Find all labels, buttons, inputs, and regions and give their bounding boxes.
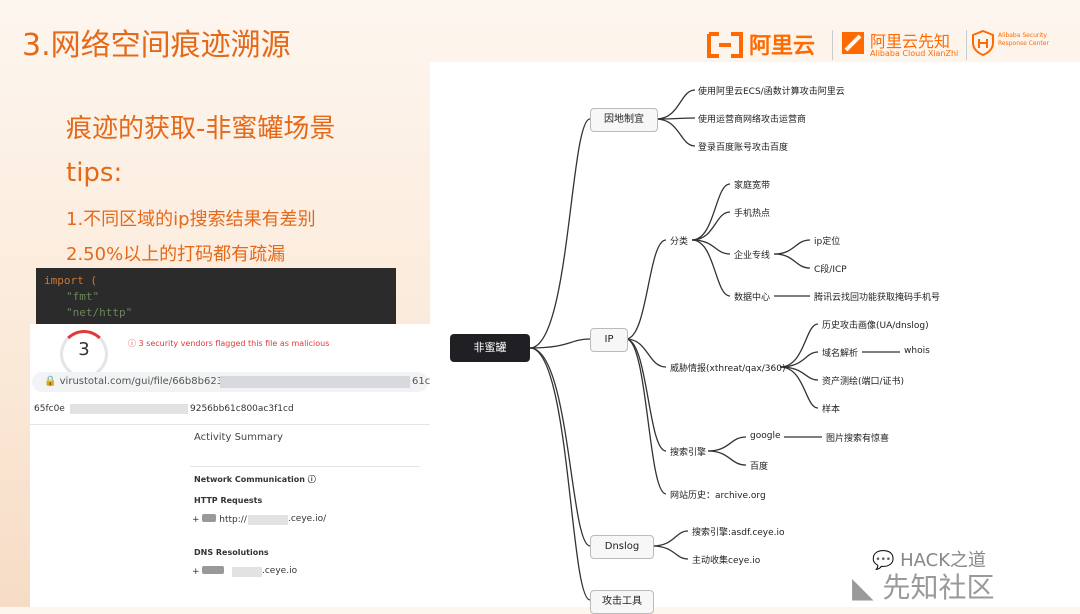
divider [190,466,420,467]
ip-fenlei: 分类 [670,237,689,247]
aliyun-logo: 阿里云 [705,28,825,62]
search-engine: 搜索引擎 [670,448,707,458]
file-hash-tail: 9256bb61c800ac3f1cd [190,404,294,414]
wechat-icon: 💬 [872,550,901,571]
network-communication-label: Network Communication [194,475,305,484]
security-logo-text: Alibaba Security Response Center [998,32,1049,47]
search-item: 百度 [750,462,769,472]
detection-score-ring: 3 [60,330,108,378]
code-line: "fmt" [66,290,100,303]
malicious-alert: ⓘ 3 security vendors flagged this file a… [128,338,329,349]
xianzhi-logo-icon [842,32,864,54]
shield-icon [972,30,994,56]
xianzhi-logo-text: 阿里云先知 [870,32,951,51]
file-hash-head: 65fc0e [34,404,65,414]
whois-item: whois [904,346,930,356]
slide-title: 3.网络空间痕迹溯源 [22,28,291,63]
qiye-item: ip定位 [814,237,841,247]
community-watermark-text: 先知社区 [882,571,995,604]
dnslog-item: 主动收集ceye.io [692,556,761,566]
branch-ip: IP [590,328,628,352]
http-requests-heading: HTTP Requests [194,496,263,505]
xianzhi-logo: 阿里云先知 Alibaba Cloud XianZhi [842,28,962,62]
search-item: google [750,431,781,441]
mindmap-links [529,89,900,601]
url-tail: 61c8 [412,376,437,387]
threat-item: 样本 [822,405,841,415]
community-watermark: ◣ 先知社区 [852,566,994,606]
site-history: 网站历史：archive.org [670,491,766,501]
malicious-alert-text: 3 security vendors flagged this file as … [138,339,330,348]
fenlei-item: 企业专线 [734,251,771,261]
code-line: import ( [44,274,97,287]
mindmap-root: 非蜜罐 [450,334,530,362]
network-communication-heading: Network Communication ⓘ [194,474,316,485]
divider [30,424,430,425]
http-request-row[interactable]: + http:// [192,514,247,525]
threat-item: 域名解析 [822,349,859,359]
http-entry-prefix: http:// [219,515,247,525]
aliyun-logo-text: 阿里云 [749,34,816,59]
threat-item: 资产测绘(端口/证书) [822,377,905,387]
detection-score: 3 [78,339,90,360]
redaction-blur [220,376,410,388]
dns-entry-suffix: .ceye.io [262,566,298,576]
fenlei-item: 数据中心 [734,293,771,303]
branch-dnslog: Dnslog [590,535,654,559]
fenlei-item: 家庭宽带 [734,181,771,191]
expand-plus-icon[interactable]: + [192,567,203,577]
yindi-item: 使用运营商网络攻击运营商 [698,115,807,125]
aliyun-logo-icon [707,32,743,58]
threat-item: 历史攻击画像(UA/dnslog) [822,321,929,331]
http-entry-suffix: .ceye.io/ [288,514,327,524]
tip-point-1: 1.不同区域的ip搜索结果有差别 [66,209,316,230]
favicon-icon [202,514,217,522]
yindi-item: 登录百度账号攻击百度 [698,143,789,153]
expand-plus-icon[interactable]: + [192,515,203,525]
branch-tools: 攻击工具 [590,590,654,614]
security-logo: Alibaba Security Response Center [972,28,1072,62]
qiye-item: C段/ICP [814,265,847,275]
alert-icon: ⓘ [128,339,139,348]
redaction-blur [248,515,288,525]
redaction-blur [70,404,188,414]
dns-resolutions-heading: DNS Resolutions [194,548,269,557]
code-line: "net/http" [66,306,133,319]
favicon-icon [202,566,225,574]
community-logo-icon: ◣ [852,571,883,604]
mindmap: 非蜜罐 因地制宜 IP Dnslog 攻击工具 使用阿里云ECS/函数计算攻击阿… [430,62,1080,614]
lock-icon: 🔒 [44,376,60,387]
threat-intel: 威胁情报(xthreat/qax/360) [670,364,786,374]
branch-yindi: 因地制宜 [590,108,658,132]
dnslog-item: 搜索引擎:asdf.ceye.io [692,528,785,538]
tip-point-2: 2.50%以上的打码都有疏漏 [66,244,286,265]
redaction-blur [232,567,262,577]
code-snippet: import ( "fmt" "net/http" [36,268,396,324]
url-value: virustotal.com/gui/file/66b8b62365 [59,376,236,387]
wechat-watermark-text: HACK之道 [900,550,987,571]
logo-divider [966,30,967,60]
shuju-item: 腾讯云找回功能获取掩码手机号 [814,293,941,303]
dns-resolution-row[interactable]: + [192,566,225,577]
yindi-item: 使用阿里云ECS/函数计算攻击阿里云 [698,87,845,97]
google-note: 图片搜索有惊喜 [826,434,890,444]
activity-summary-heading[interactable]: Activity Summary [194,432,283,443]
xianzhi-logo-en: Alibaba Cloud XianZhi [870,49,959,58]
logo-divider [832,30,833,60]
info-icon: ⓘ [304,475,316,484]
url-text[interactable]: 🔒 virustotal.com/gui/file/66b8b62365 [44,376,236,387]
fenlei-item: 手机热点 [734,209,771,219]
wechat-watermark: 💬 HACK之道 [872,546,986,572]
tips-label: tips: [66,158,123,188]
slide-subtitle: 痕迹的获取-非蜜罐场景 [66,114,336,144]
